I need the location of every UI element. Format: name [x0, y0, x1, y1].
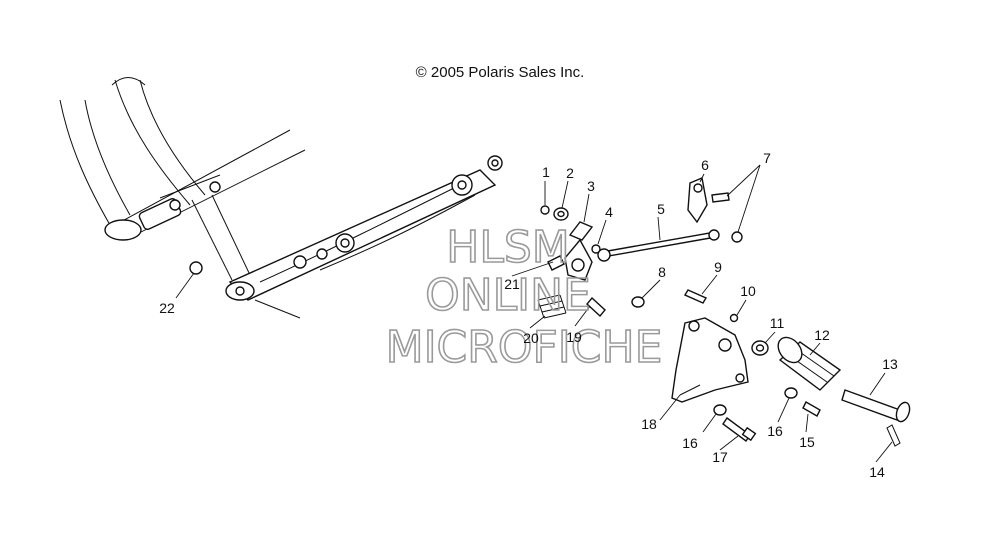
- callout-19: 19: [566, 329, 582, 345]
- callout-8: 8: [658, 264, 666, 280]
- callout-16a: 16: [682, 435, 698, 451]
- part-20-spring: [537, 294, 567, 319]
- callout-14: 14: [869, 464, 885, 480]
- watermark-line-2: ONLINE: [425, 270, 591, 321]
- part-12-foot-peg: [777, 336, 842, 391]
- callout-5: 5: [657, 201, 665, 217]
- callout-16b: 16: [767, 423, 783, 439]
- parts: [537, 177, 911, 447]
- leader-lines: [175, 164, 893, 463]
- part-22-nut: [189, 261, 203, 275]
- callout-17: 17: [712, 449, 728, 465]
- callout-4: 4: [605, 204, 613, 220]
- callout-22: 22: [159, 300, 175, 316]
- watermark-line-1: HLSM: [446, 222, 570, 273]
- watermark-line-3: MICROFICHE: [386, 322, 663, 373]
- callout-3: 3: [587, 178, 595, 194]
- callout-21: 21: [504, 276, 520, 292]
- frame-assembly: [59, 77, 503, 319]
- callout-20: 20: [523, 330, 539, 346]
- callout-12: 12: [814, 327, 830, 343]
- callout-10: 10: [740, 283, 756, 299]
- callout-15: 15: [799, 434, 815, 450]
- callout-18: 18: [641, 416, 657, 432]
- callout-1: 1: [542, 164, 550, 180]
- callout-6: 6: [701, 157, 709, 173]
- callout-2: 2: [566, 165, 574, 181]
- callout-labels: 1 2 3 4 5 6 7 8 9 10 11 12 13 14 15 16 1…: [159, 150, 898, 480]
- watermark: HLSM ONLINE MICROFICHE: [385, 221, 663, 374]
- callout-11: 11: [770, 315, 785, 331]
- callout-7: 7: [763, 150, 771, 166]
- callout-13: 13: [882, 356, 898, 372]
- copyright-notice: © 2005 Polaris Sales Inc.: [415, 64, 585, 81]
- callout-9: 9: [714, 259, 722, 275]
